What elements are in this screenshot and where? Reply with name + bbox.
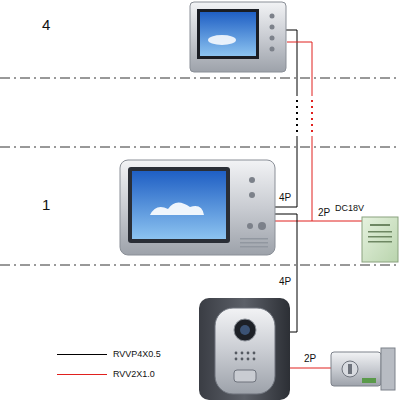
power-supply xyxy=(362,217,398,262)
wire-count: 2P xyxy=(318,208,330,218)
wire-count: 2P xyxy=(304,354,316,364)
door-station xyxy=(199,298,290,400)
floor-number: 1 xyxy=(42,197,50,212)
wire-count: 4P xyxy=(279,193,291,203)
indoor-monitor xyxy=(190,2,286,72)
floor-divider xyxy=(0,78,400,265)
wire-count: 4P xyxy=(279,277,291,287)
floor-number: 4 xyxy=(42,17,50,32)
indoor-monitor xyxy=(120,160,275,255)
legend-line xyxy=(57,374,107,375)
voltage-label: DC18V xyxy=(335,204,364,213)
legend-text: RVVP4X0.5 xyxy=(113,350,161,359)
legend-text: RVV2X1.0 xyxy=(113,370,155,379)
electric-lock xyxy=(331,348,395,390)
legend-line xyxy=(57,354,107,355)
